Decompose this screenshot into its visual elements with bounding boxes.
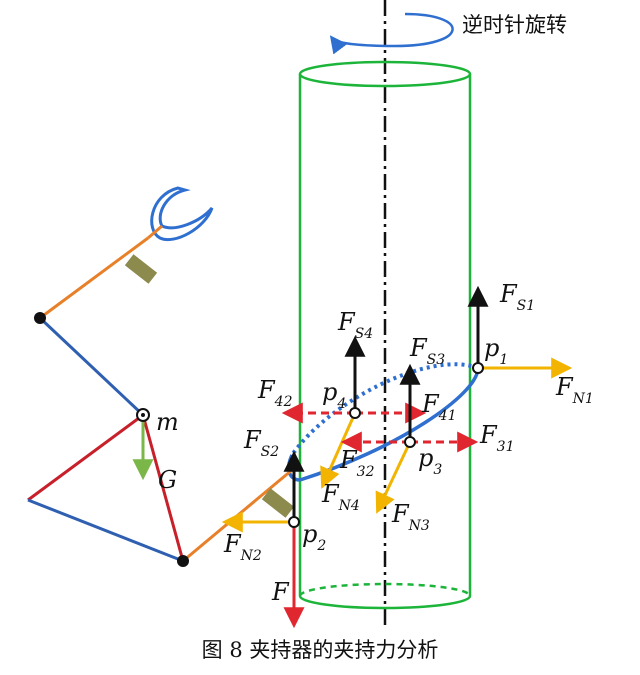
label-F: F [271, 578, 290, 606]
center-of-mass-dot [141, 413, 145, 417]
label-p2: p2 [302, 520, 326, 554]
figure-caption: 图 8 夹持器的夹持力分析 [202, 638, 439, 662]
cylinder-bottom-front [298, 595, 472, 610]
label-FS2: FS2 [243, 426, 279, 460]
robot-arm [27, 186, 295, 567]
arm-link-orange-upper [39, 236, 149, 320]
rotation-arrow [329, 12, 454, 55]
arm-link-red-2 [141, 414, 185, 562]
label-FN3: FN3 [391, 500, 430, 534]
arm-link-blue-2 [27, 498, 184, 563]
joint-shoulder [34, 312, 46, 324]
point-p1 [472, 362, 484, 374]
joint-base [177, 555, 189, 567]
arm-link-red-1 [27, 413, 144, 502]
cylinder-bottom-back [298, 582, 472, 597]
force-FN4-arrow [320, 412, 357, 489]
pad-upper [124, 254, 158, 284]
label-p4: p4 [322, 378, 346, 412]
grip-ring-back [290, 362, 479, 457]
label-FN1: FN1 [555, 373, 594, 407]
force-FN3-arrow [375, 441, 412, 514]
rotation-label: 逆时针旋转 [462, 13, 567, 37]
label-FS4: FS4 [337, 308, 373, 342]
label-F31: F31 [479, 421, 514, 455]
label-F32: F32 [339, 446, 375, 480]
label-FN2: FN2 [223, 530, 262, 564]
label-m: m [156, 408, 179, 436]
point-p4 [349, 407, 361, 419]
label-p3: p3 [418, 444, 442, 478]
label-F41: F41 [421, 390, 456, 424]
label-FS1: FS1 [499, 280, 535, 314]
label-F42: F42 [257, 376, 293, 410]
pad-lower [261, 488, 295, 518]
cylinder [298, 60, 472, 610]
label-p1: p1 [484, 334, 508, 368]
point-p3 [404, 436, 416, 448]
arm-link-blue-1 [38, 316, 145, 417]
label-FN4: FN4 [321, 480, 360, 514]
point-p2 [288, 516, 300, 528]
claw-link-upper [147, 224, 163, 240]
label-FS3: FS3 [409, 334, 445, 368]
gripper-claw-upper [150, 186, 214, 241]
label-G: G [158, 466, 177, 494]
